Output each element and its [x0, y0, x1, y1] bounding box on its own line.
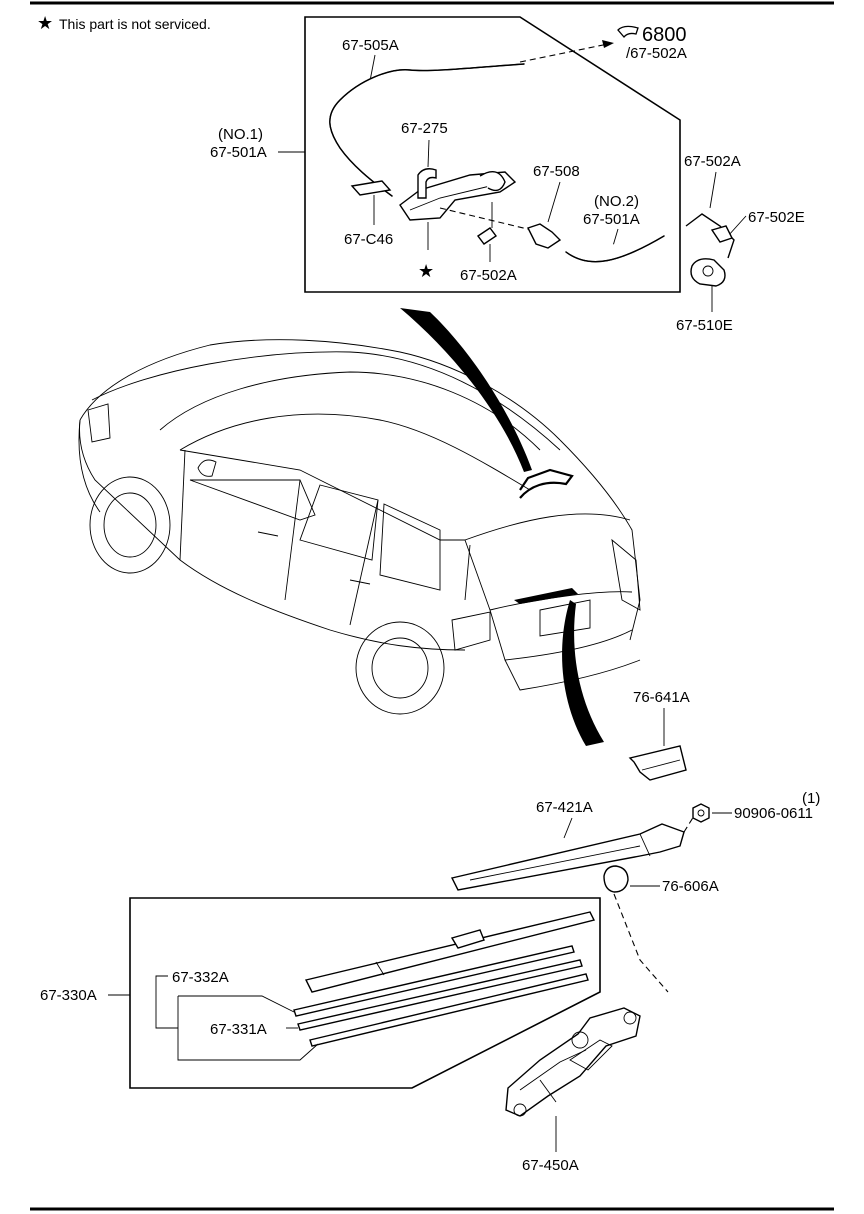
hose-loop	[479, 170, 506, 192]
label-331A: 67-331A	[210, 1021, 267, 1038]
label-501A-no2: 67-501A	[583, 211, 640, 228]
label-nut: 90906-0611	[734, 805, 813, 822]
wiper-blade-330A	[304, 911, 596, 993]
ref-arrowhead	[602, 40, 614, 48]
label-501A-no1-qualifier: (NO.1)	[218, 126, 263, 143]
label-508: 67-508	[533, 163, 580, 180]
pivot-nut-606A	[603, 865, 629, 893]
label-501A-no1: 67-501A	[210, 144, 267, 161]
label-502E: 67-502E	[748, 209, 805, 226]
hose-group-frame	[304, 16, 681, 293]
label-6800: 6800	[642, 24, 687, 46]
joint-502A-lower	[476, 227, 498, 245]
blade-rubber-332A	[293, 945, 575, 1017]
cap-641A	[628, 745, 687, 781]
label-502A-ref: /67-502A	[626, 45, 687, 62]
wiper-arm-421A	[450, 823, 685, 891]
blade-clip	[450, 929, 485, 949]
label-421A: 67-421A	[536, 799, 593, 816]
nozzle-275	[417, 168, 437, 199]
label-606A: 76-606A	[662, 878, 719, 895]
seal-C46	[350, 180, 392, 196]
label-330A: 67-330A	[40, 987, 97, 1004]
callout-swoosh-upper	[400, 308, 532, 472]
star-marker: ★	[418, 261, 434, 281]
pump-510E	[690, 258, 726, 287]
label-nut-qty: (1)	[802, 790, 820, 807]
blade-group-frame	[129, 897, 601, 1089]
note-text: This part is not serviced.	[59, 16, 211, 32]
pointing-hand-icon	[617, 25, 639, 39]
ref-arrow	[519, 43, 609, 63]
vehicle-outline	[78, 339, 641, 715]
joint-502E	[710, 225, 733, 243]
label-510E: 67-510E	[676, 317, 733, 334]
callout-swoosh-lower	[562, 600, 604, 746]
label-C46: 67-C46	[344, 231, 393, 248]
label-275: 67-275	[401, 120, 448, 137]
label-641A: 76-641A	[633, 689, 690, 706]
star-icon: ★	[37, 13, 53, 33]
label-505A: 67-505A	[342, 37, 399, 54]
label-501A-no2-qualifier: (NO.2)	[594, 193, 639, 210]
label-450A: 67-450A	[522, 1157, 579, 1174]
nut-90906	[692, 803, 710, 823]
label-332A: 67-332A	[172, 969, 229, 986]
not-serviced-note: ★ This part is not serviced.	[37, 13, 211, 33]
blade-refill-331A	[297, 959, 583, 1031]
check-valve-508	[527, 223, 562, 249]
hose-502A-right	[685, 213, 735, 259]
label-502A-right: 67-502A	[684, 153, 741, 170]
label-502A-lower: 67-502A	[460, 267, 517, 284]
